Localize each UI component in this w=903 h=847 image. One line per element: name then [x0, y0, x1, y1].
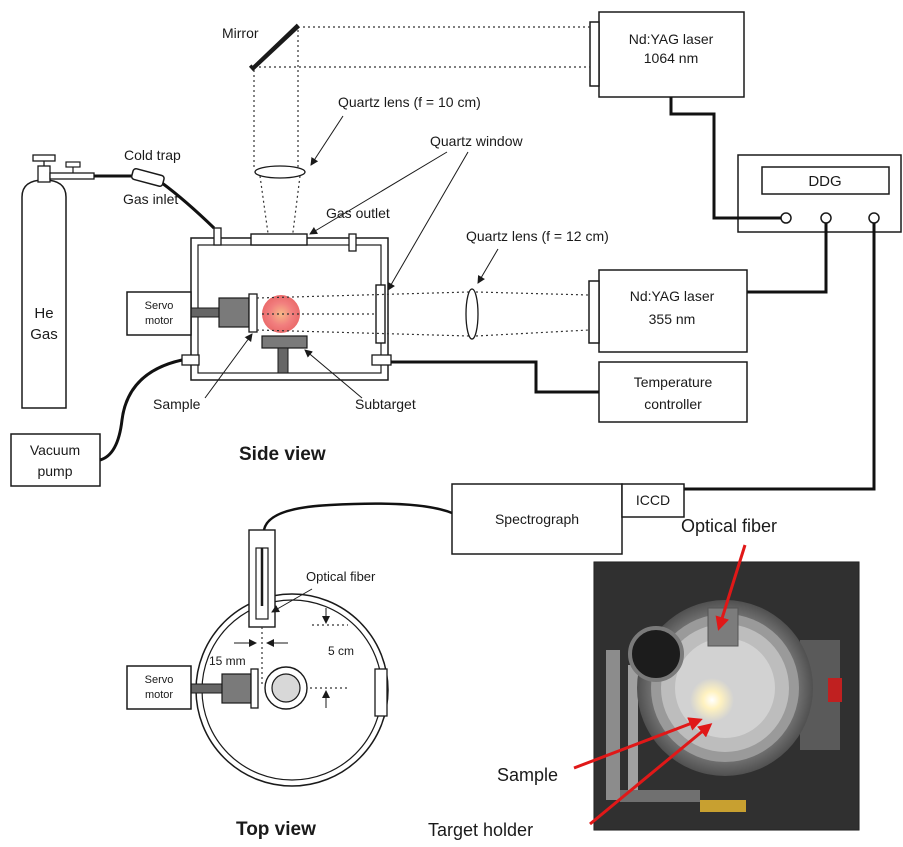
cable-ddg-iccd: [683, 223, 874, 489]
side-servo-label-line2: motor: [145, 315, 173, 327]
photo-sample-label: Sample: [497, 765, 558, 785]
photo-sample-glow: [690, 678, 734, 722]
dim-5cm-label: 5 cm: [328, 644, 354, 658]
ddg-unit: DDG: [738, 155, 901, 232]
he-gas-label-line2: Gas: [30, 326, 58, 343]
cable-ddg-laser355: [747, 223, 826, 292]
top-sample-disk: [251, 669, 258, 708]
side-servo-label-line1: Servo: [145, 300, 174, 312]
quartz-lens-10-pointer: [311, 116, 343, 165]
cylinder-valve: [38, 166, 50, 182]
photo-lens-tube: [630, 628, 682, 680]
he-gas-cylinder: He Gas: [22, 155, 94, 408]
top-servo-label-line2: motor: [145, 689, 173, 701]
sample-disk: [249, 294, 257, 332]
optical-fiber-cable: [264, 504, 452, 548]
quartz-window-pointer-side: [388, 152, 468, 290]
gas-inlet-label: Gas inlet: [123, 191, 178, 207]
spectrograph-label: Spectrograph: [495, 511, 579, 527]
side-servo-box: [127, 292, 191, 335]
quartz-window-pointer-top: [310, 152, 447, 234]
horizontal-beam-4: [476, 330, 589, 336]
mirror: Mirror: [222, 22, 298, 69]
cylinder-knob: [33, 155, 55, 161]
laser-1064-label-line2: 1064 nm: [644, 50, 698, 66]
quartz-lens-10-label: Quartz lens (f = 10 cm): [338, 94, 481, 110]
temp-controller-label-line2: controller: [644, 396, 702, 412]
top-right-port: [375, 669, 387, 716]
top-view-title: Top view: [236, 819, 316, 840]
quartz-lens-12-pointer: [478, 249, 498, 283]
sample-holder: [219, 298, 249, 327]
ddg-port-2: [821, 213, 831, 223]
ddg-port-3: [869, 213, 879, 223]
laser-355-unit: Nd:YAG laser 355 nm: [589, 270, 747, 352]
regulator-knob: [66, 162, 80, 167]
top-sample-holder: [222, 674, 251, 703]
temp-controller-label-line1: Temperature: [634, 374, 713, 390]
laser-355-aperture: [589, 281, 599, 343]
ddg-port-1: [781, 213, 791, 223]
photo-post-left2: [628, 665, 638, 795]
photo-rail: [620, 790, 700, 802]
photo-target-holder-label: Target holder: [428, 820, 533, 840]
top-subtarget-inner: [272, 674, 300, 702]
temperature-port: [372, 355, 391, 365]
top-quartz-window: [251, 234, 307, 245]
laser-1064-aperture: [590, 22, 599, 86]
side-quartz-window: [376, 285, 385, 343]
photo-tag: [700, 800, 746, 812]
quartz-lens-10-shape: [255, 166, 305, 178]
cylinder-outlet: [50, 173, 94, 179]
gas-inlet-port: [214, 228, 221, 245]
temp-controller-box: [599, 362, 747, 422]
quartz-window-label: Quartz window: [430, 133, 523, 149]
photo-optical-fiber-label: Optical fiber: [681, 516, 777, 536]
vacuum-pump-label-line2: pump: [37, 463, 72, 479]
quartz-lens-12-label: Quartz lens (f = 12 cm): [466, 228, 609, 244]
mirror-highlight: [252, 22, 297, 65]
vacuum-port: [182, 355, 199, 365]
top-servo-box: [127, 666, 191, 709]
horizontal-beam-3: [476, 292, 589, 295]
dim-15mm-label: 15 mm: [209, 654, 246, 668]
subtarget-plate: [262, 336, 307, 348]
laser-1064-unit: Nd:YAG laser 1064 nm: [590, 12, 744, 97]
he-gas-label-line1: He: [34, 305, 53, 322]
laser-355-label-line2: 355 nm: [649, 311, 696, 327]
photo-red-knob: [828, 678, 842, 702]
cold-trap-shape: [131, 168, 165, 187]
laser-1064-label-line1: Nd:YAG laser: [629, 31, 714, 47]
cable-temp-controller: [391, 362, 599, 392]
cylinder-body: [22, 180, 66, 408]
side-view-title: Side view: [239, 444, 326, 465]
vacuum-pump-label-line1: Vacuum: [30, 442, 80, 458]
cold-trap-label: Cold trap: [124, 147, 181, 163]
top-optical-fiber-label: Optical fiber: [306, 569, 376, 584]
gas-outlet-port: [349, 234, 356, 251]
ddg-label: DDG: [808, 173, 841, 190]
subtarget-post: [278, 348, 288, 373]
photo-post-left: [606, 650, 620, 800]
laser-355-label-line1: Nd:YAG laser: [630, 288, 715, 304]
sample-label: Sample: [153, 396, 201, 412]
mirror-label: Mirror: [222, 25, 259, 41]
top-servo-label-line1: Servo: [145, 674, 174, 686]
side-view-chamber: [182, 228, 391, 380]
quartz-lens-12-shape: [466, 289, 478, 339]
subtarget-label: Subtarget: [355, 396, 416, 412]
iccd-label: ICCD: [636, 492, 670, 508]
